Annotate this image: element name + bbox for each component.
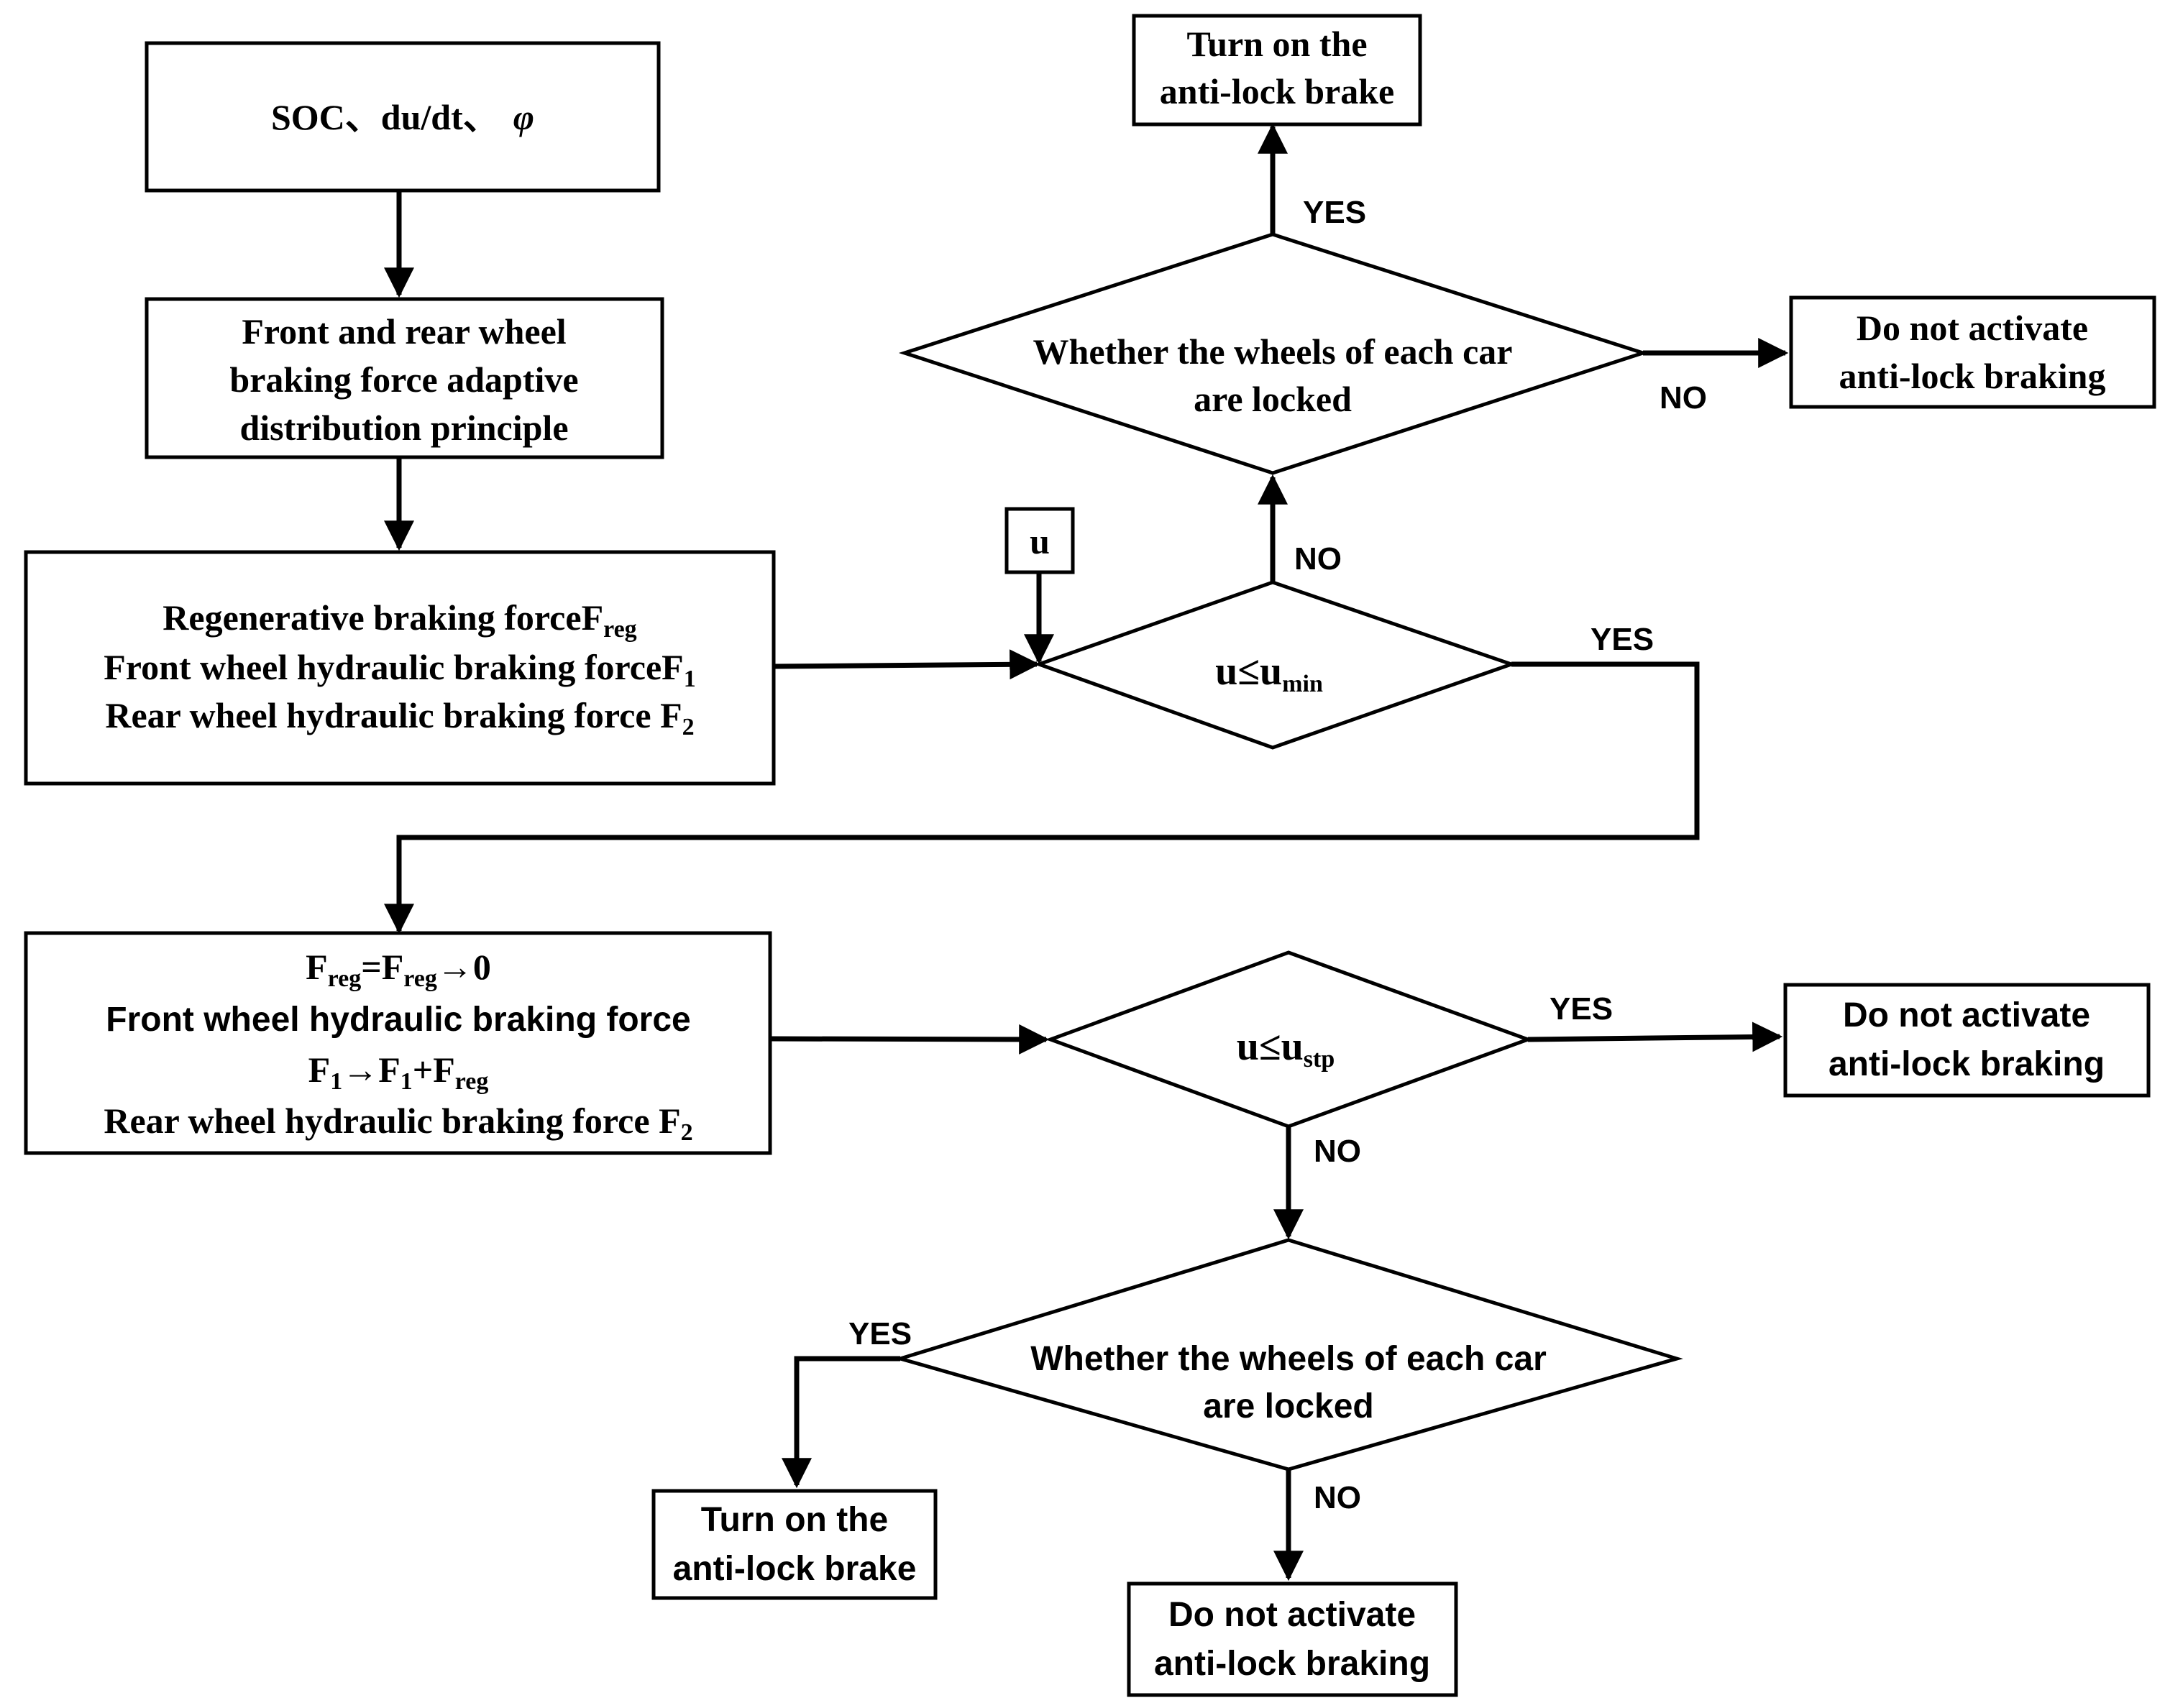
abs-off-top-line-2: anti-lock braking xyxy=(1839,356,2106,396)
edge-forces-to-umin xyxy=(774,649,1040,680)
transfer-line-3: F1→F1+Freg xyxy=(308,1050,489,1095)
speed-input-label: u xyxy=(1030,521,1050,561)
abs-off-top-box: Do not activate anti-lock braking xyxy=(1789,295,2156,409)
decision-locked-top: Whether the wheels of each car are locke… xyxy=(898,232,1649,475)
input-separator: 、 xyxy=(463,97,499,137)
edges xyxy=(384,123,1789,1581)
distribution-line-3: distribution principle xyxy=(239,408,568,448)
subscript-2: 2 xyxy=(682,714,695,740)
edge-ustp-yes-to-abs-off xyxy=(1527,1021,1783,1052)
regenerative-force-line: Regenerative braking forceFreg xyxy=(163,597,636,643)
speed-input-box: u xyxy=(1004,507,1075,574)
edge-locked-bottom-yes-to-abs-on xyxy=(782,1356,900,1489)
abs-off-bottom-line-2: anti-lock braking xyxy=(1154,1645,1430,1683)
label-no-umin: NO xyxy=(1294,541,1342,577)
abs-on-top-box: Turn on the anti-lock brake xyxy=(1132,14,1422,127)
edge-umin-yes-to-transfer xyxy=(384,661,1700,935)
label-no-locked-bottom: NO xyxy=(1314,1480,1361,1515)
forces-box: Regenerative braking forceFreg Front whe… xyxy=(24,550,776,786)
svg-text:SOC、du/dt、φ: SOC、du/dt、φ xyxy=(271,97,534,137)
abs-off-bottom-line-1: Do not activate xyxy=(1168,1596,1416,1634)
decision-u-stp: u≤ustp xyxy=(1045,950,1534,1129)
abs-off-bottom-box: Do not activate anti-lock braking xyxy=(1127,1581,1458,1697)
rear-force-line: Rear wheel hydraulic braking force F2 xyxy=(105,695,694,740)
transfer-line-2: Front wheel hydraulic braking force xyxy=(106,1001,691,1039)
front-force-line: Front wheel hydraulic braking forceF1 xyxy=(104,647,695,692)
label-yes-ustp: YES xyxy=(1550,991,1613,1027)
label-no-locked-top: NO xyxy=(1660,380,1707,415)
transfer-box: Freg=Freg→0 Front wheel hydraulic brakin… xyxy=(24,931,772,1155)
branch-labels: YES NO NO YES YES NO YES NO xyxy=(848,195,1707,1515)
inputs-box: SOC、du/dt、φ xyxy=(145,41,661,193)
subscript-reg: reg xyxy=(603,616,637,643)
distribution-line-1: Front and rear wheel xyxy=(242,311,566,352)
abs-on-bottom-box: Turn on the anti-lock brake xyxy=(651,1489,938,1600)
abs-on-bottom-line-2: anti-lock brake xyxy=(673,1550,917,1588)
label-yes-umin: YES xyxy=(1590,622,1654,657)
locked-bottom-line-2: are locked xyxy=(1203,1387,1373,1425)
label-no-ustp: NO xyxy=(1314,1134,1361,1169)
condition-u-stp: u≤ustp xyxy=(1237,1024,1335,1073)
condition-u-min: u≤umin xyxy=(1215,649,1323,697)
distribution-box: Front and rear wheel braking force adapt… xyxy=(145,297,664,459)
input-dudt: du/dt xyxy=(381,97,463,137)
input-phi: φ xyxy=(513,97,534,137)
distribution-line-2: braking force adaptive xyxy=(229,359,578,400)
transfer-line-4: Rear wheel hydraulic braking force F2 xyxy=(104,1101,692,1146)
decision-u-min: u≤umin xyxy=(1033,580,1517,750)
abs-off-top-line-1: Do not activate xyxy=(1857,308,2088,348)
abs-off-right-line-1: Do not activate xyxy=(1843,996,2090,1034)
abs-on-bottom-line-1: Turn on the xyxy=(701,1501,888,1539)
abs-off-right-line-2: anti-lock braking xyxy=(1828,1045,2105,1083)
symbol-f1: F xyxy=(662,647,684,687)
locked-top-line-1: Whether the wheels of each car xyxy=(1033,331,1513,372)
decision-locked-bottom: Whether the wheels of each car are locke… xyxy=(894,1238,1683,1471)
input-separator: 、 xyxy=(345,97,381,137)
locked-bottom-line-1: Whether the wheels of each car xyxy=(1030,1340,1547,1378)
symbol-f-reg: F xyxy=(582,597,604,638)
symbol-f2: F xyxy=(660,695,682,735)
label-yes-locked-top: YES xyxy=(1303,195,1366,230)
abs-off-right-box: Do not activate anti-lock braking xyxy=(1783,983,2151,1098)
subscript-1: 1 xyxy=(684,666,696,692)
abs-on-top-line-2: anti-lock brake xyxy=(1160,71,1394,111)
input-soc: SOC xyxy=(271,97,345,137)
label-yes-locked-bottom: YES xyxy=(848,1316,912,1351)
locked-top-line-2: are locked xyxy=(1194,379,1352,419)
transfer-line-1: Freg=Freg→0 xyxy=(306,947,491,992)
abs-on-top-line-1: Turn on the xyxy=(1186,24,1367,64)
